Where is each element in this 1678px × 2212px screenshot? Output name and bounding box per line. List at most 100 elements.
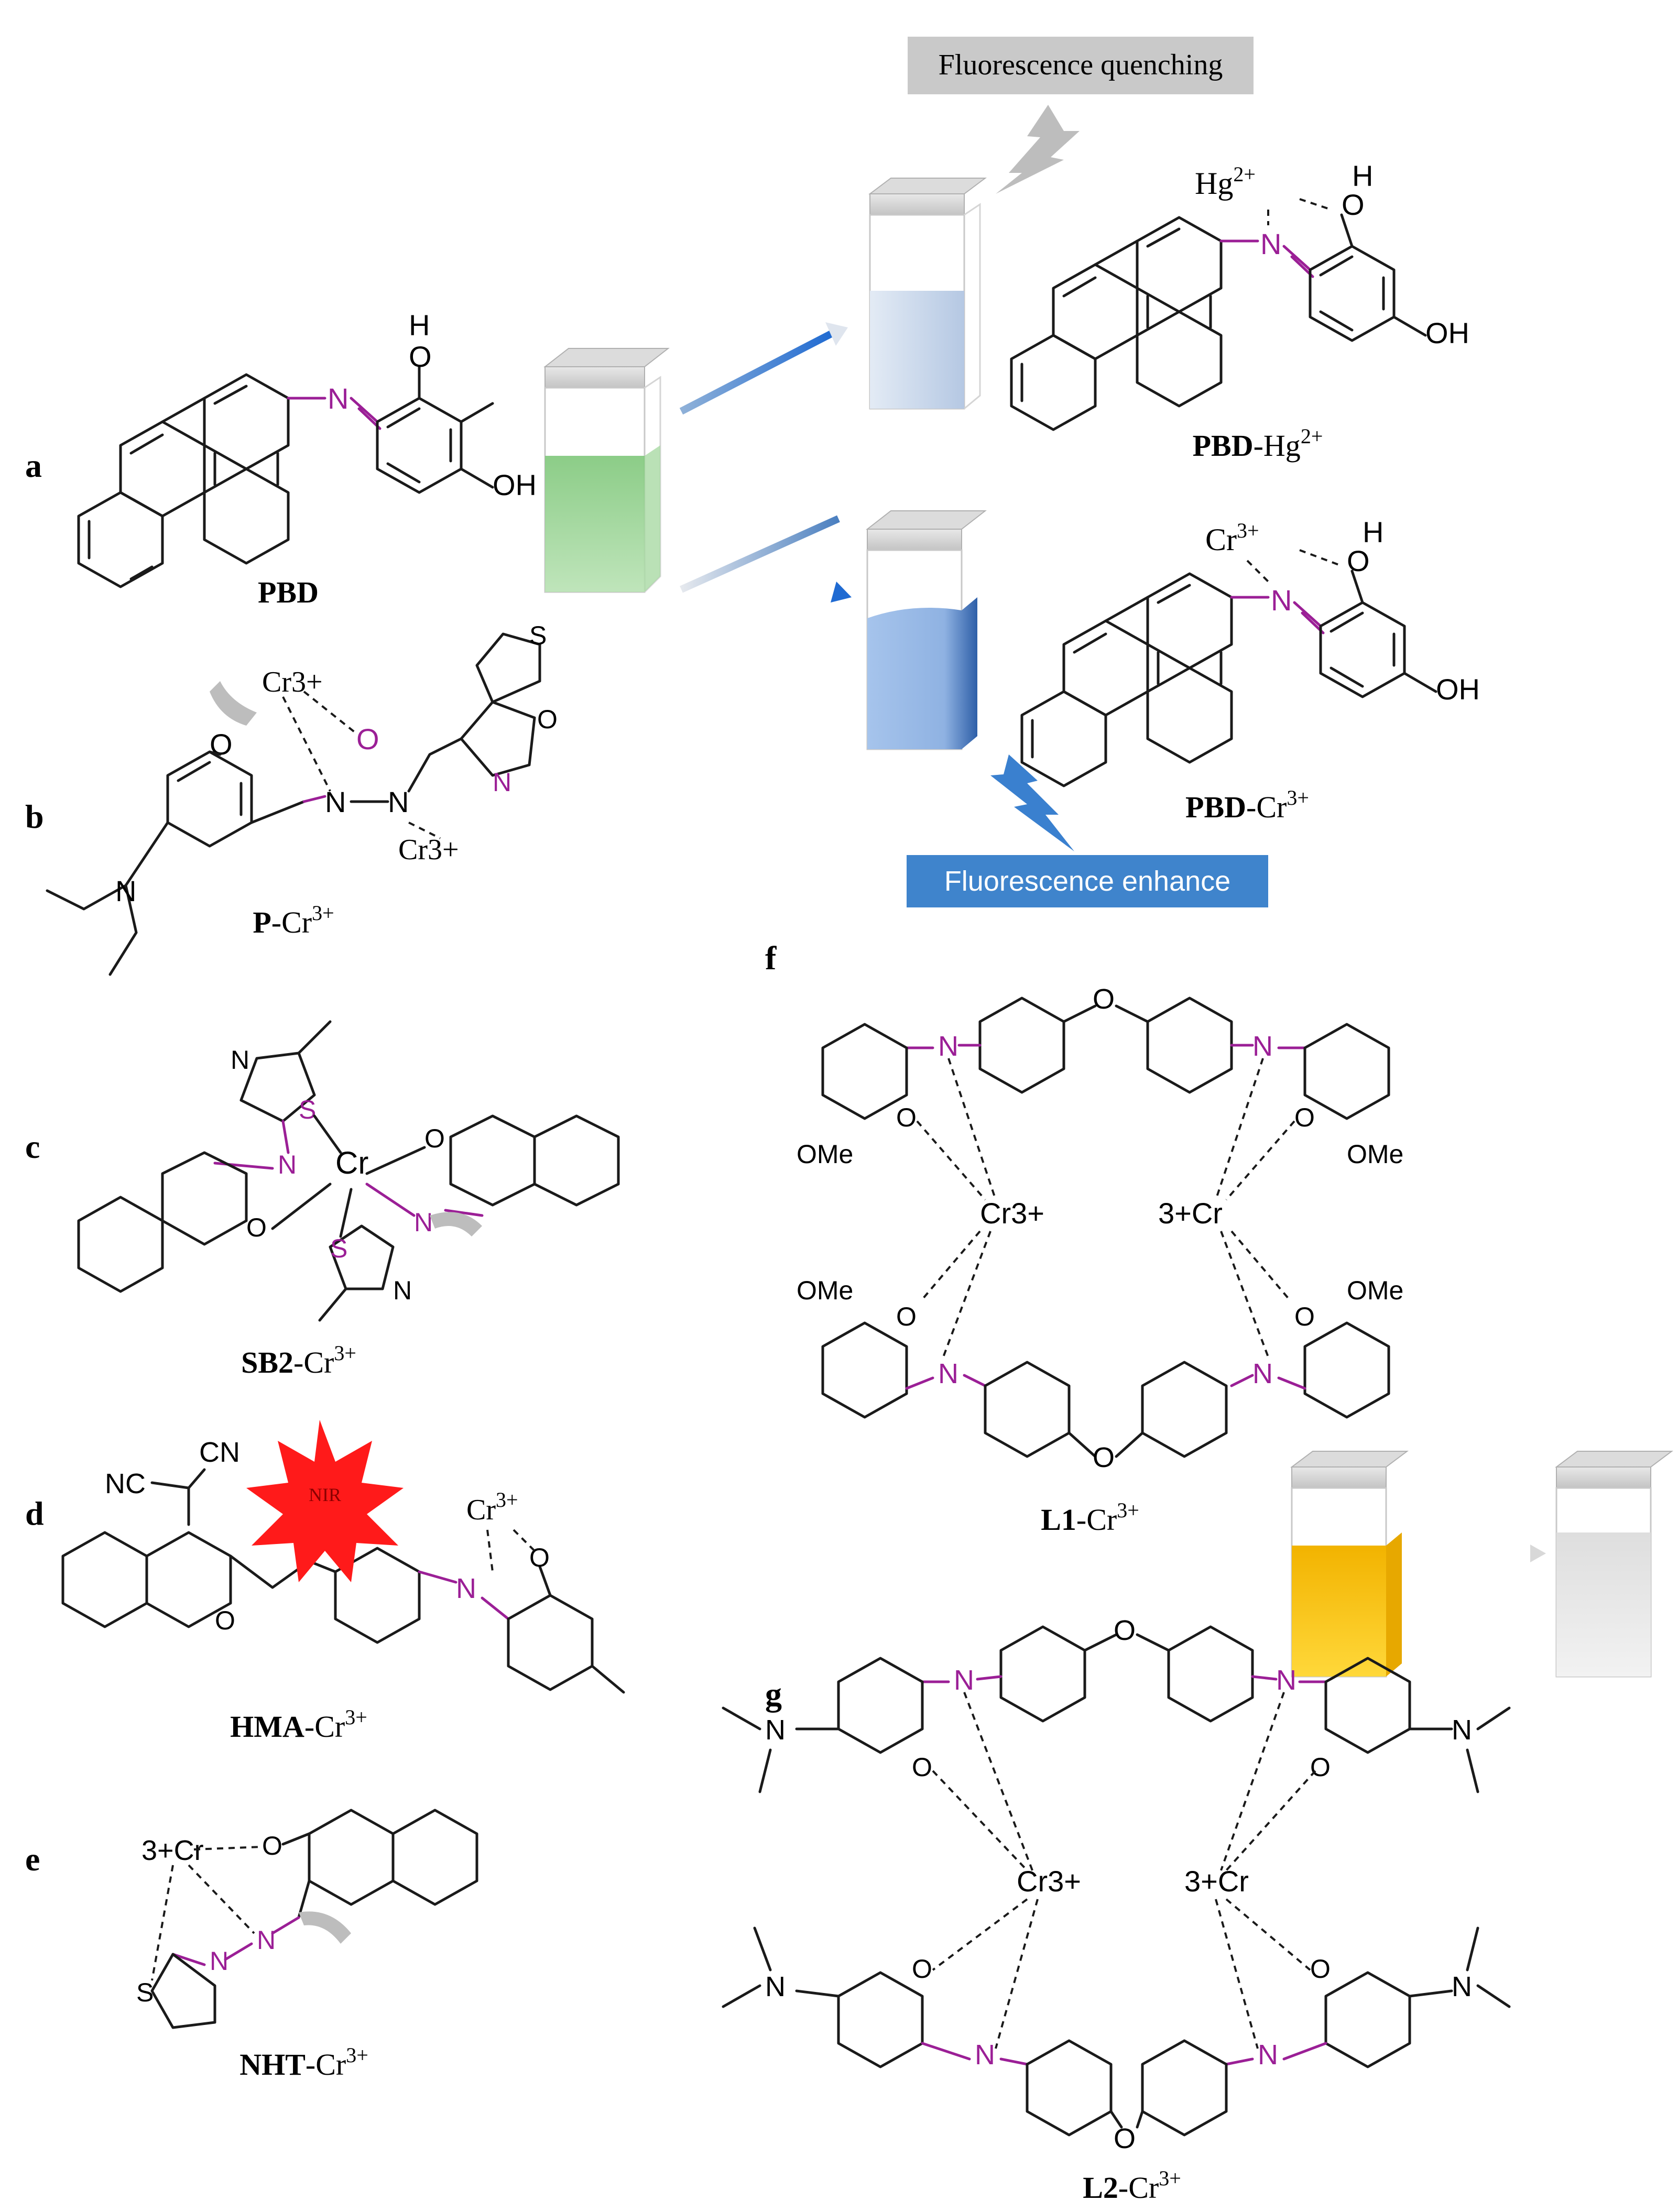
green-cuvette-lid-front	[544, 366, 645, 388]
pbd-hg-n: N	[1260, 227, 1281, 260]
p-n2: N	[388, 785, 409, 818]
l2-o-tl: O	[912, 1753, 932, 1782]
blue-solution	[867, 597, 977, 749]
p-oxazole-o: O	[537, 705, 558, 734]
pbd-structure: N O H OH	[77, 309, 537, 588]
l2-n-amine-tl: N	[765, 1714, 786, 1746]
l2-n-amine-br: N	[1452, 1971, 1472, 2002]
l1-n-tl: N	[938, 1031, 958, 1062]
nir-label: NIR	[309, 1484, 341, 1505]
pbd-label: PBD	[258, 575, 319, 609]
pbd-cr-n: N	[1271, 584, 1292, 617]
green-cuvette-lid	[543, 348, 670, 367]
l2-cr-structure: O N N N N O O Cr3+ 3+Cr O O N N N N O	[722, 1615, 1511, 2154]
nht-cr: 3+Cr	[141, 1835, 204, 1866]
yellow-solution	[1292, 1546, 1386, 1677]
p-o2: O	[356, 722, 379, 755]
p-n-amine: N	[115, 874, 136, 907]
pbd-hg-o: O	[1342, 188, 1365, 221]
grey-cuvette	[1555, 1451, 1673, 1678]
hma-cr-structure: NC CN O N O Cr3+ NIR	[61, 1420, 625, 1694]
l2-n-amine-tr: N	[1452, 1714, 1472, 1746]
l1-o-tr: O	[1294, 1103, 1315, 1132]
pbd-cr-o: O	[1347, 544, 1370, 577]
nht-cr-label: NHT-Cr3+	[239, 2043, 368, 2082]
l1-o-bl: O	[896, 1302, 917, 1331]
sb2-o-right: O	[424, 1124, 445, 1153]
p-cr-ion-top: Cr3+	[262, 666, 323, 698]
hma-nc: NC	[105, 1468, 146, 1499]
pbd-hg-ion: Hg2+	[1195, 162, 1256, 201]
sb2-cr-label: SB2-Cr3+	[241, 1341, 356, 1379]
p-cr-ion-bottom: Cr3+	[398, 834, 459, 866]
nht-quench-icon	[299, 1911, 351, 1944]
pbd-oh: OH	[493, 468, 537, 501]
l2-o-bottom: O	[1114, 2123, 1136, 2154]
p-n1: N	[325, 785, 346, 818]
yellow-cuvette	[1290, 1451, 1409, 1678]
p-cr-label: P-Cr3+	[253, 901, 334, 939]
pbd-hg-structure: N O H OH Hg2+	[1010, 159, 1469, 431]
sb2-thiazole-n1: N	[231, 1045, 249, 1075]
hma-cr-label: HMA-Cr3+	[230, 1705, 367, 1744]
hma-o-ring: O	[215, 1606, 235, 1635]
enhance-lightning-icon	[990, 754, 1074, 851]
fluorescence-enhance-callout: Fluorescence enhance	[907, 754, 1268, 907]
nht-s: S	[136, 1978, 154, 2007]
sb2-thiazole-s2: S	[330, 1234, 347, 1263]
quench-lightning-icon	[996, 105, 1080, 194]
panel-letter-b: b	[25, 798, 44, 835]
l1-ome-tl: OMe	[797, 1140, 853, 1169]
l2-n-tl: N	[954, 1665, 974, 1696]
panel-letter-c: c	[25, 1128, 40, 1165]
l1-cr-structure: O N N O O OMe OMe Cr3+ 3+Cr OMe OMe O O …	[797, 983, 1403, 1473]
pale-cuvette	[868, 178, 987, 410]
nht-o: O	[262, 1831, 282, 1860]
l1-ome-bl: OMe	[797, 1276, 853, 1305]
green-cuvette	[543, 348, 670, 593]
pbd-cr-structure: N O H OH Cr3+	[1020, 516, 1480, 787]
pbd-cr-h: H	[1363, 516, 1383, 549]
panel-letter-f: f	[765, 939, 777, 977]
nir-star-icon	[246, 1420, 404, 1582]
pbd-cr-ion: Cr3+	[1205, 519, 1259, 557]
l1-n-bl: N	[938, 1358, 958, 1389]
sb2-thiazole-n2: N	[393, 1276, 412, 1305]
grey-solution	[1556, 1532, 1651, 1677]
pbd-cr-oh: OH	[1436, 673, 1480, 706]
l2-n-br: N	[1258, 2039, 1278, 2071]
l1-o-tl: O	[896, 1103, 917, 1132]
fluorescence-quenching-callout: Fluorescence quenching	[908, 37, 1254, 194]
l1-cr-left: Cr3+	[980, 1197, 1044, 1230]
sb2-cr-structure: Cr N S N O O N S N	[77, 1020, 620, 1322]
l1-ome-br: OMe	[1347, 1276, 1403, 1305]
l2-cr-label: L2-Cr3+	[1083, 2166, 1181, 2205]
p-oxazole-n: N	[493, 768, 511, 797]
pale-solution	[870, 291, 964, 409]
pbd-hg-oh: OH	[1425, 316, 1469, 349]
p-o1: O	[210, 728, 233, 761]
pbd-imine-n: N	[328, 382, 348, 415]
sb2-n-top: N	[278, 1150, 297, 1179]
sb2-n-right: N	[414, 1208, 433, 1237]
l2-n-amine-bl: N	[765, 1971, 786, 2002]
l1-ome-tr: OMe	[1347, 1140, 1403, 1169]
hma-n: N	[456, 1573, 476, 1604]
sb2-thiazole-s1: S	[299, 1095, 316, 1124]
enhance-box	[907, 855, 1268, 907]
pbd-cr-label: PBD-Cr3+	[1185, 786, 1309, 824]
panel-letter-e: e	[25, 1841, 40, 1878]
l1-cr-label: L1-Cr3+	[1041, 1498, 1139, 1537]
nht-n2: N	[210, 1946, 228, 1976]
panel-letter-a: a	[25, 447, 42, 484]
l1-cr-right: 3+Cr	[1158, 1197, 1223, 1230]
l1-n-tr: N	[1252, 1031, 1273, 1062]
l2-n-tr: N	[1276, 1665, 1296, 1696]
quenching-label: Fluorescence quenching	[939, 49, 1223, 81]
p-cr-structure: Cr3+ O N N N O O N S Cr3+	[46, 621, 558, 976]
sb2-o-left: O	[246, 1213, 267, 1242]
p-thiophene-s: S	[529, 621, 547, 650]
l1-o-br: O	[1294, 1302, 1315, 1331]
green-solution	[545, 456, 645, 592]
